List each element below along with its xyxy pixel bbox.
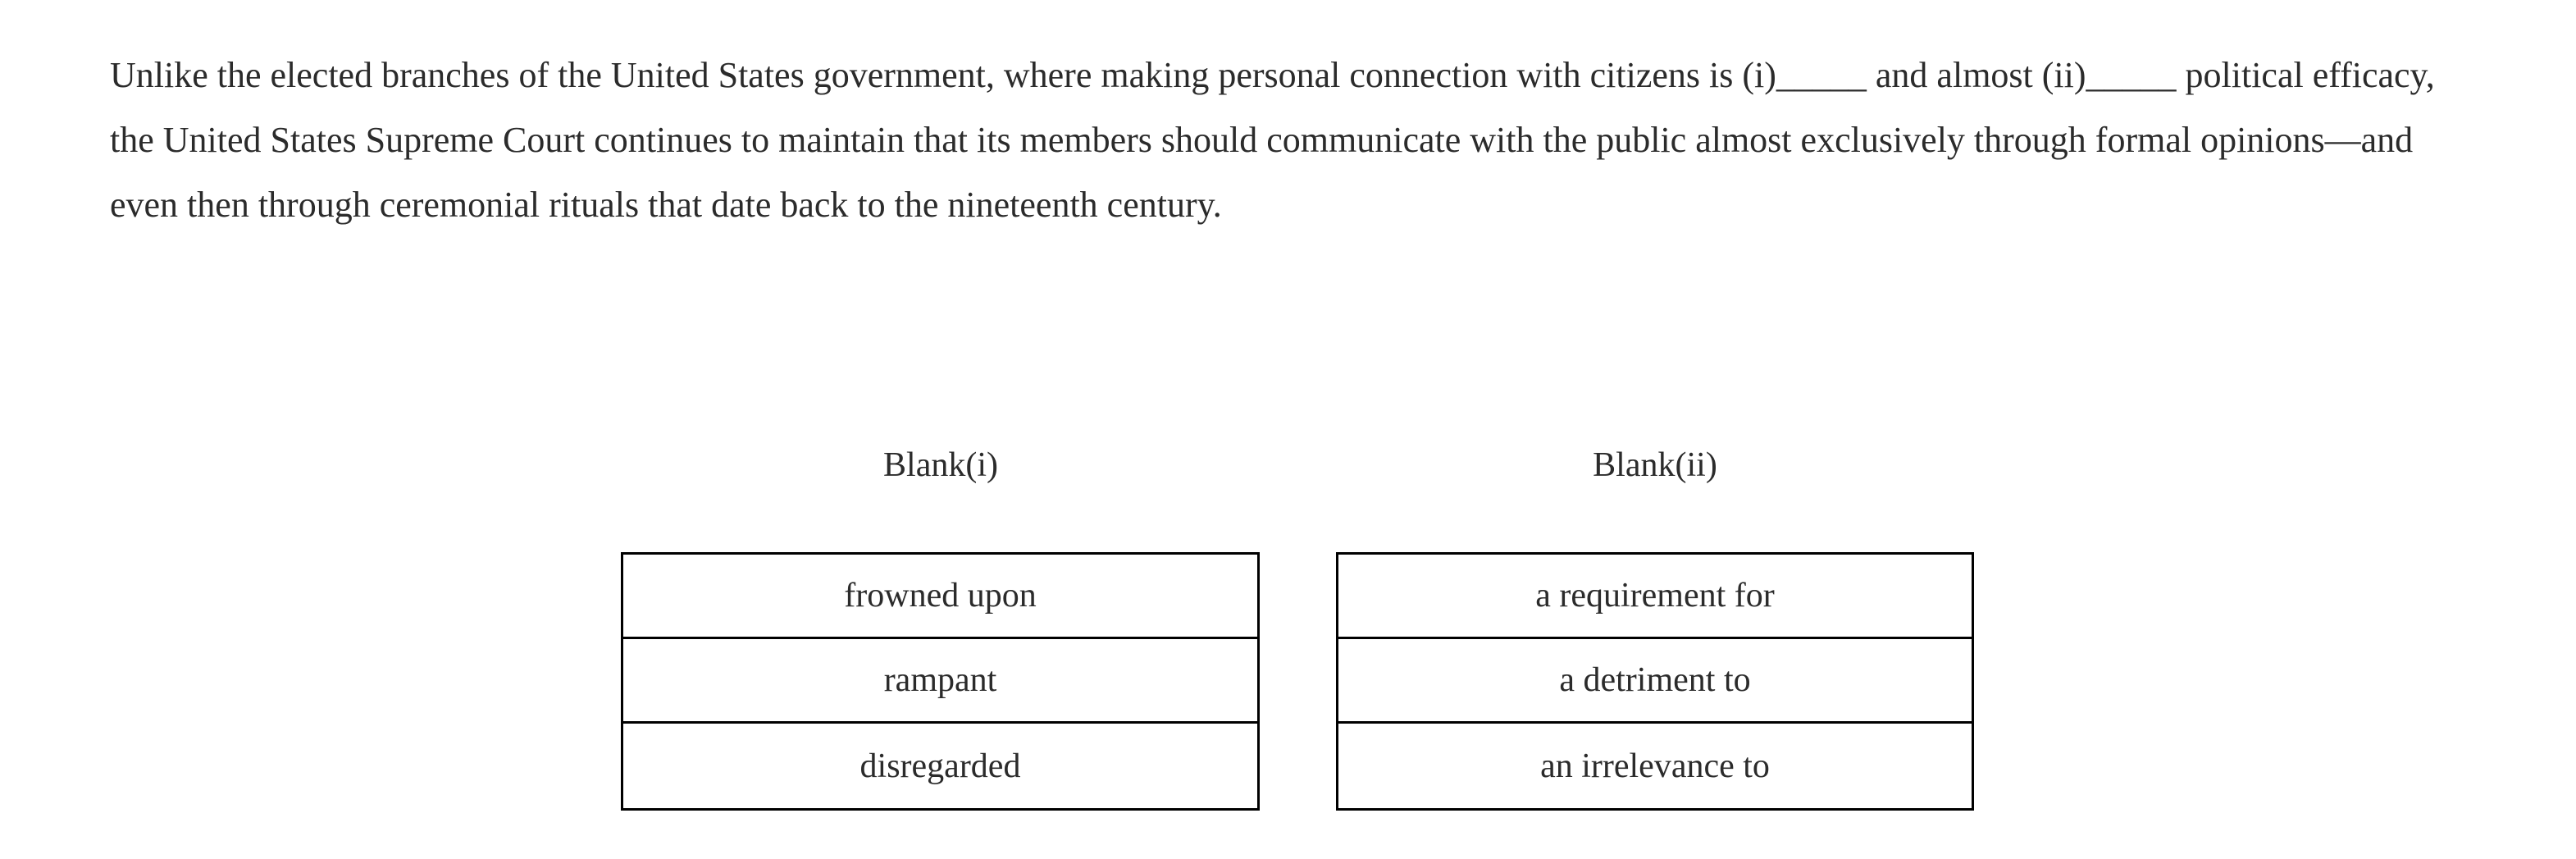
answer-options-blank-i: frowned upon rampant disregarded	[621, 552, 1260, 811]
option-row[interactable]: a requirement for	[1338, 555, 1972, 639]
column-header-blank-ii: Blank(ii)	[1593, 446, 1717, 484]
option-row[interactable]: a detriment to	[1338, 639, 1972, 724]
option-label: a detriment to	[1559, 661, 1751, 699]
option-row[interactable]: an irrelevance to	[1338, 724, 1972, 808]
option-label: a requirement for	[1535, 577, 1775, 615]
option-label: disregarded	[859, 747, 1021, 785]
option-label: frowned upon	[844, 577, 1037, 615]
column-header-blank-i: Blank(i)	[883, 446, 998, 484]
question-passage: Unlike the elected branches of the Unite…	[110, 55, 2444, 225]
answer-options-blank-ii: a requirement for a detriment to an irre…	[1336, 552, 1974, 811]
option-row[interactable]: rampant	[623, 639, 1257, 724]
option-row[interactable]: disregarded	[623, 724, 1257, 808]
option-label: an irrelevance to	[1540, 747, 1770, 785]
option-row[interactable]: frowned upon	[623, 555, 1257, 639]
option-label: rampant	[883, 661, 997, 699]
